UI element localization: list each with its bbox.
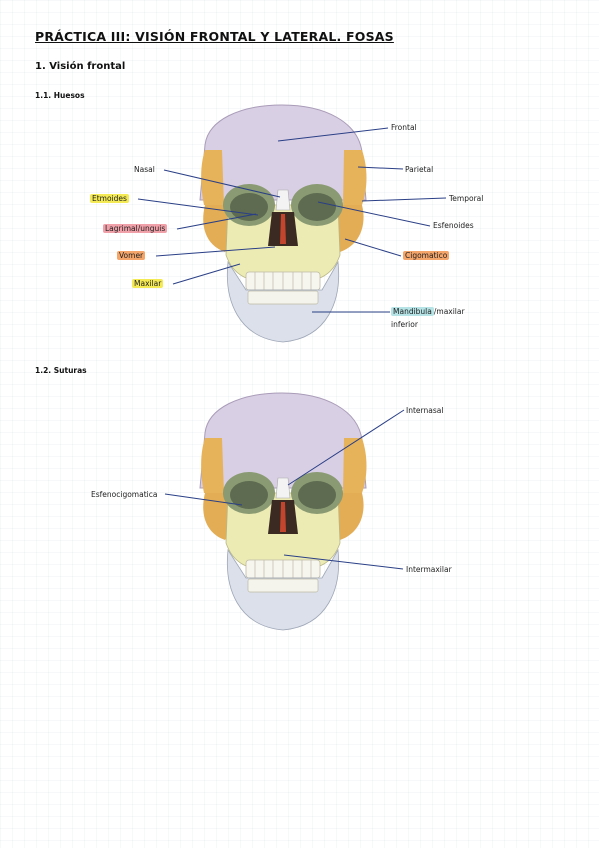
label-vomer: Vomer (117, 251, 146, 260)
label-parietal: Parietal (405, 165, 434, 174)
label-esfenocigomatica: Esfenocigomatica (91, 490, 158, 499)
label-temporal: Temporal (449, 194, 484, 203)
label-intermaxilar: Intermaxilar (406, 565, 452, 574)
subsection-huesos: 1.1. Huesos (35, 91, 85, 100)
label-nasal: Nasal (134, 165, 155, 174)
label-lagrimal: Lagrimal/unguis (103, 224, 168, 233)
label-cigomatico: Cigomatico (403, 251, 450, 260)
page-title: PRÁCTICA III: VISIÓN FRONTAL Y LATERAL. … (35, 29, 394, 44)
label-internasal: Internasal (406, 406, 444, 415)
label-mandibula: Mandibula (391, 307, 434, 316)
section-heading: 1. Visión frontal (35, 61, 126, 72)
label-frontal: Frontal (391, 123, 417, 132)
label-etmoides: Etmoides (90, 194, 129, 203)
label-maxilar: Maxilar (132, 279, 164, 288)
label-maxilar-inferior: /maxilar (433, 307, 465, 316)
label-esfenoides: Esfenoides (433, 221, 474, 230)
label-inferior: inferior (391, 320, 418, 329)
subsection-suturas: 1.2. Suturas (35, 366, 87, 375)
